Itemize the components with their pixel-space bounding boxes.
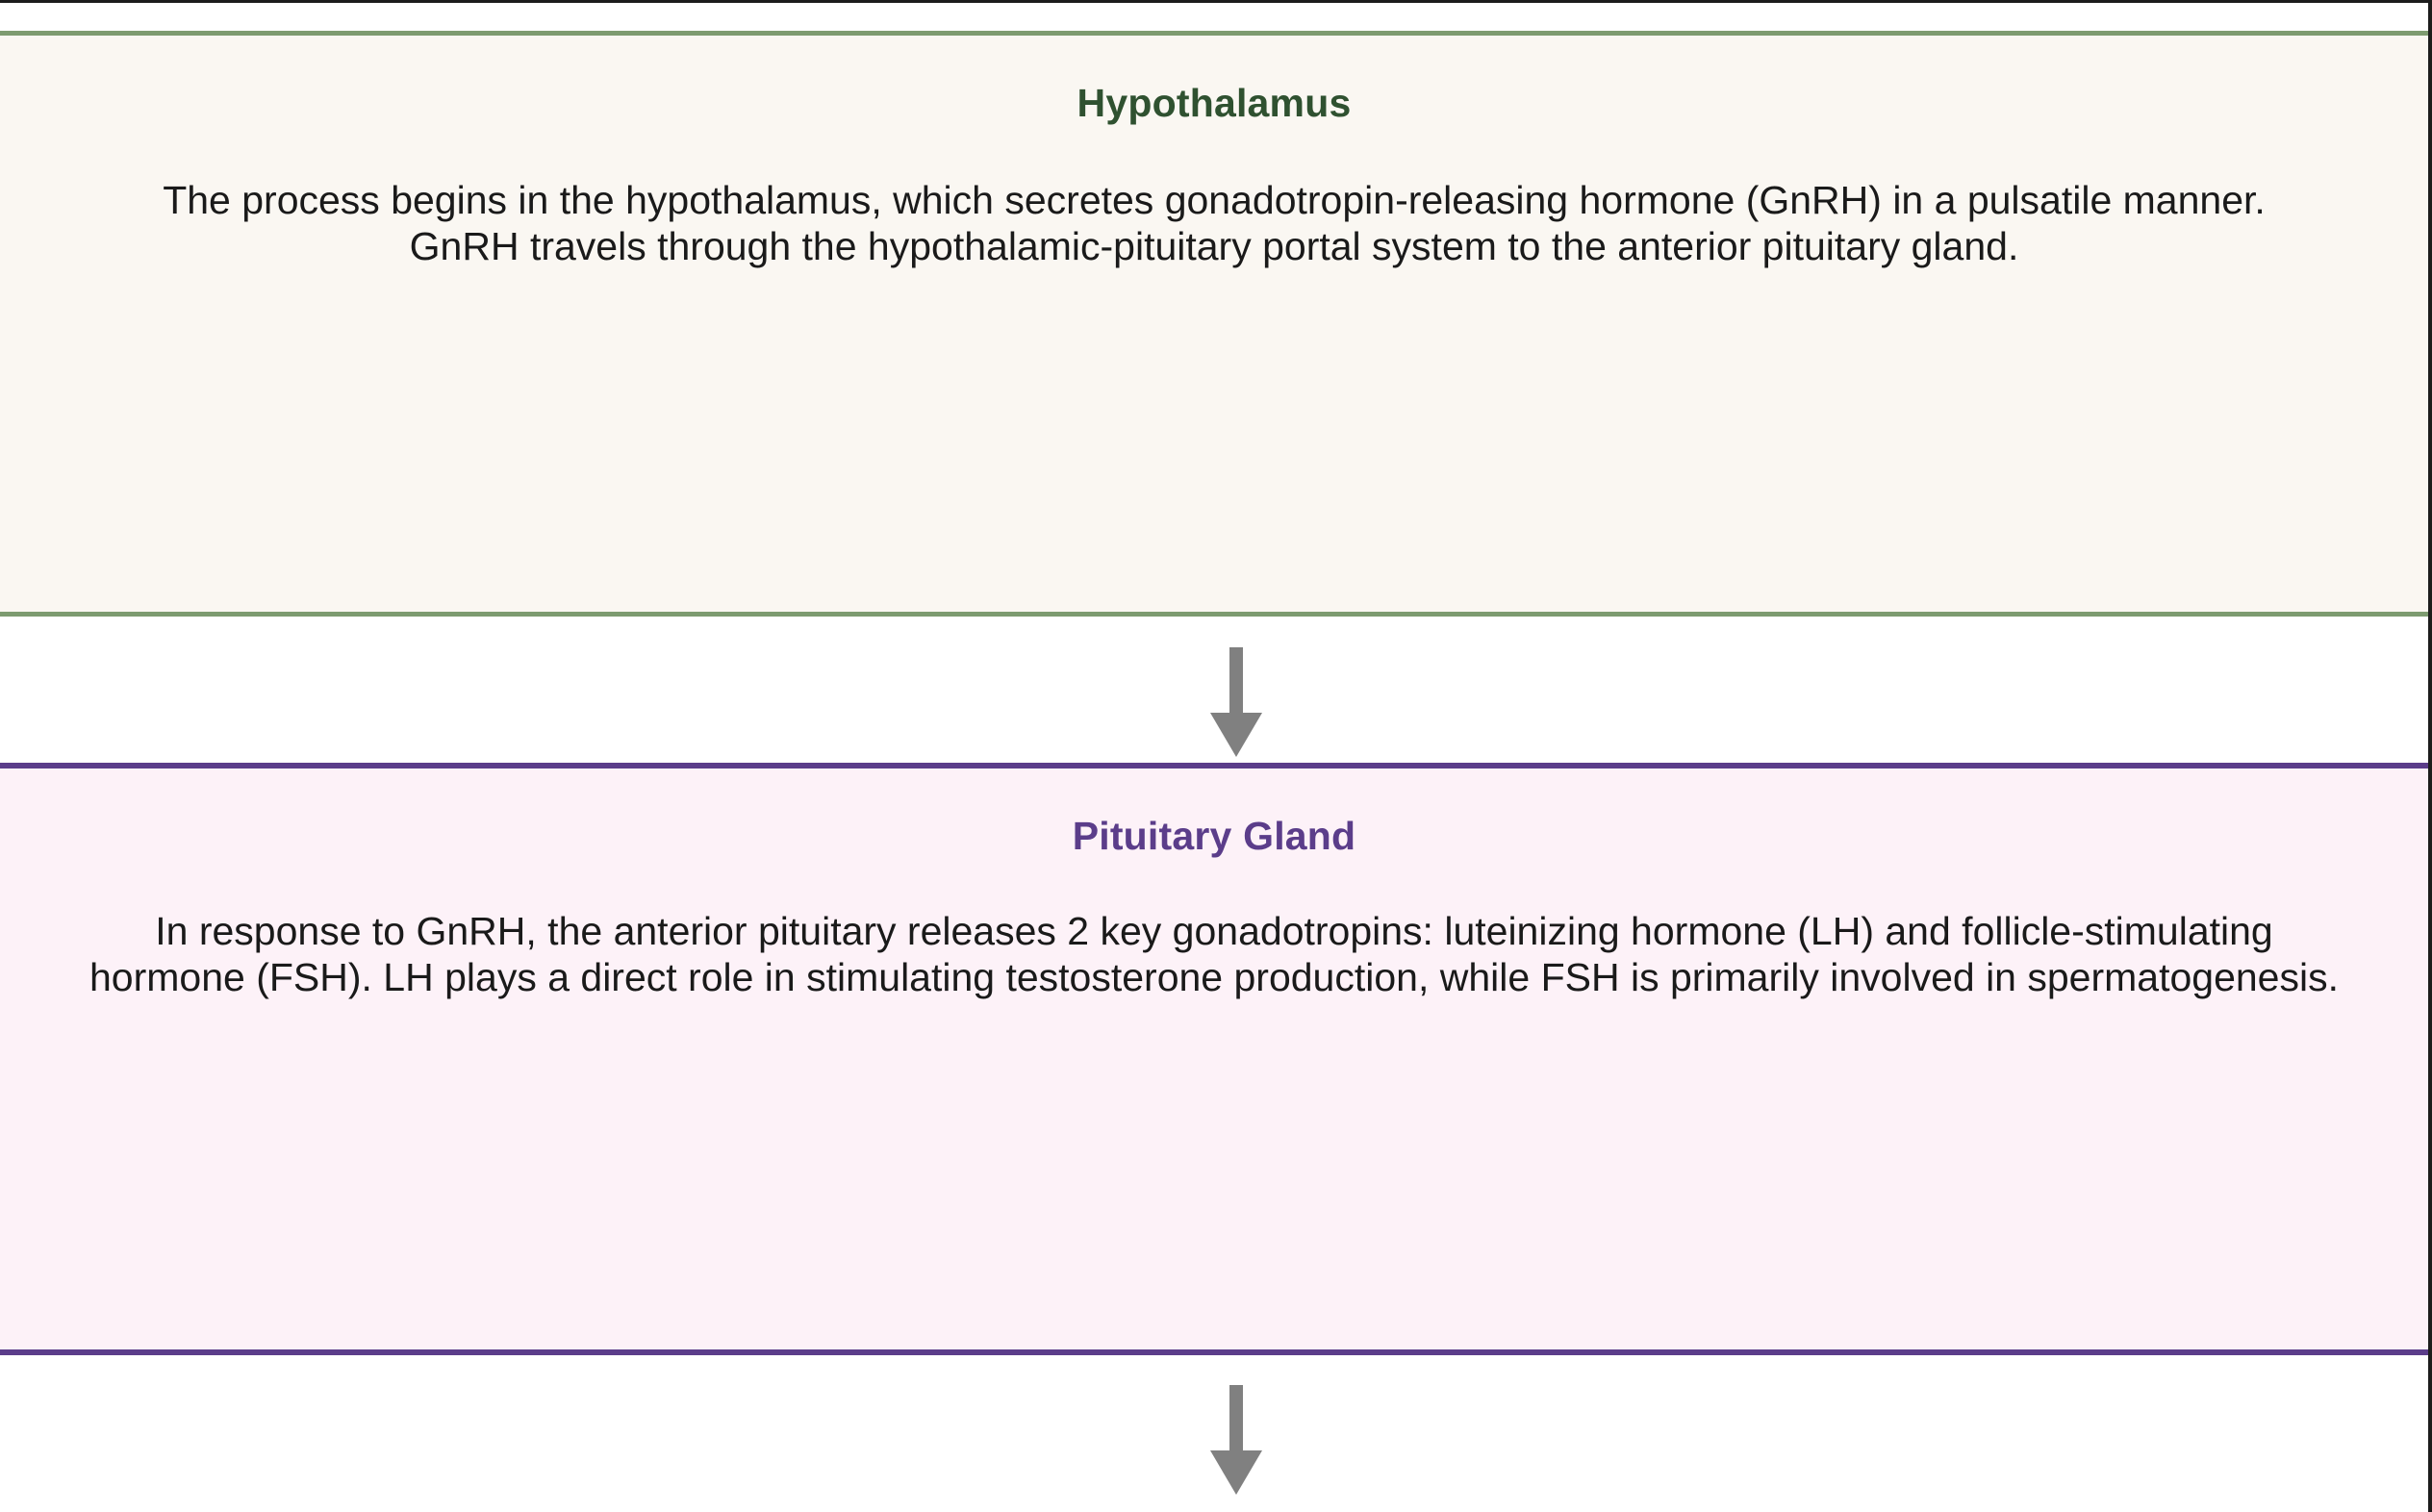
- arrow-down-icon: [1210, 647, 1262, 757]
- connector-arrow-pituitary-to-next: [1209, 1385, 1263, 1512]
- flow-node-pituitary[interactable]: Pituitary Gland In response to GnRH, the…: [0, 763, 2428, 1355]
- node-title-hypothalamus: Hypothalamus: [1077, 81, 1352, 125]
- connector-arrow-hypothalamus-to-pituitary: [1209, 647, 1263, 758]
- page-frame-right-border: [2428, 0, 2432, 1512]
- node-body-pituitary: In response to GnRH, the anterior pituit…: [89, 909, 2339, 1000]
- arrow-down-icon: [1210, 1385, 1262, 1495]
- page-frame-top-border: [0, 0, 2432, 3]
- flow-node-hypothalamus[interactable]: Hypothalamus The process begins in the h…: [0, 31, 2428, 617]
- node-title-pituitary: Pituitary Gland: [1072, 814, 1356, 858]
- node-body-hypothalamus: The process begins in the hypothalamus, …: [163, 178, 2266, 269]
